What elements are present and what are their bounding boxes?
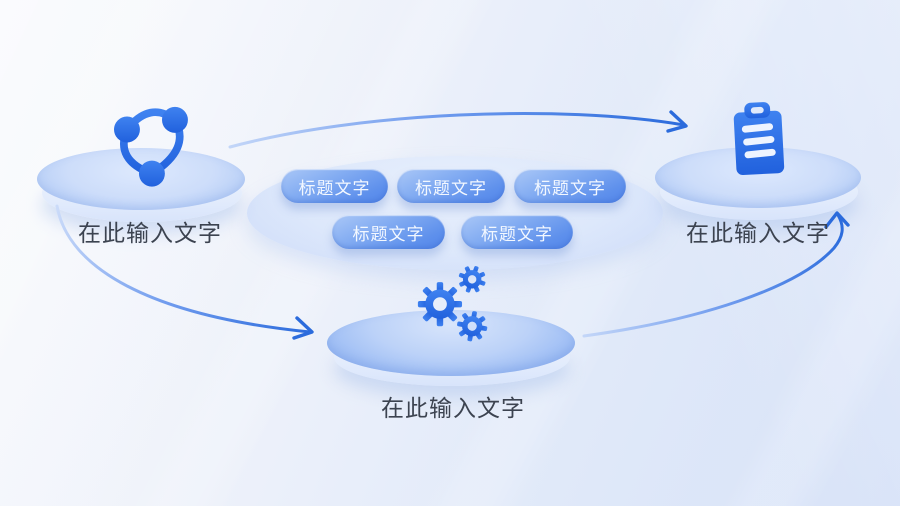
title-pill-3[interactable]: 标题文字 [514, 169, 626, 203]
bottom-disc [327, 310, 575, 376]
share-network-icon [102, 93, 198, 189]
bottom-node-label: 在此输入文字 [381, 395, 525, 421]
right-node-label: 在此输入文字 [686, 220, 830, 246]
clipboard-icon [712, 96, 804, 188]
title-pill-5[interactable]: 标题文字 [461, 215, 573, 249]
arrow-left-to-right-top [228, 110, 688, 149]
title-pill-2[interactable]: 标题文字 [397, 169, 505, 203]
title-pill-4[interactable]: 标题文字 [332, 215, 445, 249]
gears-icon [405, 260, 497, 352]
left-node-label: 在此输入文字 [78, 220, 222, 246]
title-pill-1[interactable]: 标题文字 [281, 169, 388, 203]
